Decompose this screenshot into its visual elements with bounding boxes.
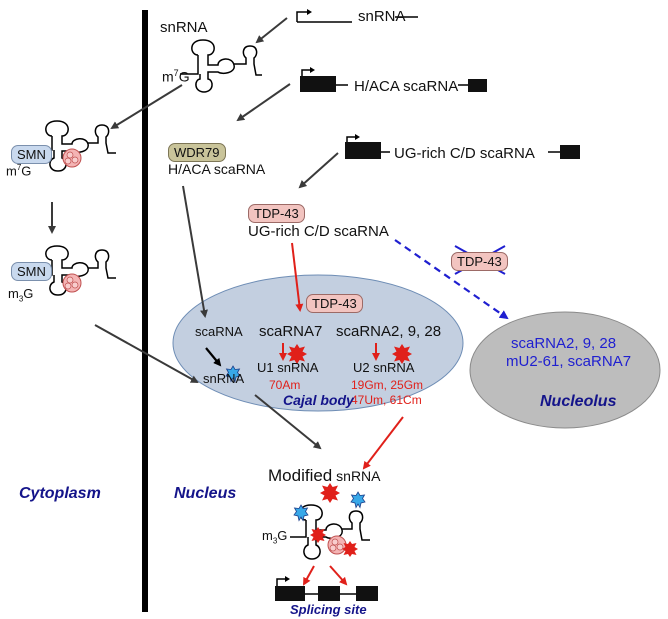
modified-word: Modified <box>268 466 333 485</box>
red-star-icon <box>320 483 340 503</box>
red-star-icon <box>287 344 307 364</box>
smn-badge: SMN <box>11 145 52 164</box>
arrow-haca-gene-to-wdr79 <box>236 83 291 122</box>
gray-arrows <box>48 17 339 450</box>
u1-snrna-label: U1 snRNA <box>257 360 319 375</box>
snrna-gene-label: snRNA <box>358 8 406 25</box>
m3g-bottom-label: m3G <box>262 528 288 546</box>
blue-star-icon <box>225 365 241 383</box>
arrow-haca-to-cajal <box>182 185 208 318</box>
exon-box-icon <box>560 145 580 159</box>
splicing-gene <box>275 576 378 601</box>
rna-hairpin-icon <box>290 504 370 560</box>
arrow-ugrich-gene-to-tdp43 <box>298 152 339 189</box>
sm-ring-icon <box>62 148 82 168</box>
u1-mod-label: 70Am <box>269 378 301 392</box>
promoter-arrow-icon <box>296 11 309 22</box>
u2-mod-label-1: 19Gm, 25Gm <box>351 378 424 392</box>
nucleolus-label: Nucleolus <box>540 393 617 410</box>
modified-snrna-word: snRNA <box>336 468 381 484</box>
exon-box-icon <box>300 76 336 92</box>
exon-box-icon <box>468 79 487 92</box>
cytoplasm-label: Cytoplasm <box>19 485 101 502</box>
nucleus-label: Nucleus <box>174 485 237 502</box>
sm-ring-icon <box>327 535 347 555</box>
haca-scarna-label: H/ACA scaRNA <box>168 161 266 177</box>
nucleolus <box>469 311 661 429</box>
m7g-cyto-label: m7G <box>6 163 32 179</box>
ugrich-scarna-label: UG-rich C/D scaRNA <box>248 223 389 240</box>
snrna-gene <box>296 9 418 23</box>
cajal-body <box>172 274 464 412</box>
arrow-modified-to-site-left <box>303 565 315 586</box>
arrow-to-nucleolus <box>394 239 509 320</box>
scarna-label: scaRNA <box>195 324 243 339</box>
exon-box-icon <box>345 142 381 159</box>
modified-label: Modified snRNA <box>268 467 381 484</box>
arrow-scarna-to-snrna <box>205 347 222 367</box>
blue-star-icon <box>350 491 366 509</box>
exon-box-icon <box>275 586 305 601</box>
red-star-icon <box>310 527 326 543</box>
m3g-cyto-label: m3G <box>8 286 34 304</box>
haca-gene-label: H/ACA scaRNA <box>354 78 459 95</box>
m7g-top-label: m7G <box>162 68 190 85</box>
blue-stars <box>225 365 366 522</box>
red-arrows <box>279 242 404 586</box>
nucleolus-line1: scaRNA2, 9, 28 <box>511 335 617 352</box>
scarna7-label: scaRNA7 <box>259 323 323 340</box>
red-star-icon <box>392 344 412 364</box>
promoter-arrow-icon <box>346 136 357 142</box>
exon-box-icon <box>356 586 378 601</box>
cajal-body-label: Cajal body <box>283 392 354 408</box>
arrow-tdp43-to-cajal <box>291 242 304 312</box>
blue-star-icon <box>293 504 309 522</box>
rna-hairpin-icon <box>180 39 262 93</box>
tdp43-cajal-badge: TDP-43 <box>306 294 363 313</box>
arrow-cajal-to-modified <box>254 394 322 450</box>
promoter-arrow-icon <box>301 69 312 76</box>
ugrich-gene-label: UG-rich C/D scaRNA <box>394 145 535 162</box>
arrow-snrna-to-smn <box>110 84 183 130</box>
tdp43-badge: TDP-43 <box>248 204 305 223</box>
red-stars <box>287 344 412 557</box>
u2-mod-label-2: 47Um, 61Cm <box>351 393 422 407</box>
scarna2-label: scaRNA2, 9, 28 <box>336 323 442 340</box>
arrow-m3g-to-cajal <box>94 324 199 383</box>
snrna-cajal-label: snRNA <box>203 371 245 386</box>
smn-badge-2: SMN <box>11 262 52 281</box>
arrow-u2-to-modified <box>362 416 404 470</box>
wdr79-badge: WDR79 <box>168 143 226 162</box>
tdp43-crossed-badge: TDP-43 <box>451 252 508 271</box>
snrna-top-label: snRNA <box>160 19 208 36</box>
splicing-site-label: Splicing site <box>290 602 367 617</box>
haca-gene <box>300 67 487 92</box>
u2-snrna-label: U2 snRNA <box>353 360 415 375</box>
nucleolus-line2: mU2-61, scaRNA7 <box>506 353 632 370</box>
exon-box-icon <box>318 586 340 601</box>
arrow-gene-to-snrna <box>255 17 288 44</box>
red-star-icon <box>342 541 358 557</box>
promoter-arrow-icon <box>276 578 287 586</box>
ugrich-gene <box>345 134 580 159</box>
arrow-modified-to-site-right <box>329 565 348 586</box>
sm-ring-icon <box>62 273 82 293</box>
